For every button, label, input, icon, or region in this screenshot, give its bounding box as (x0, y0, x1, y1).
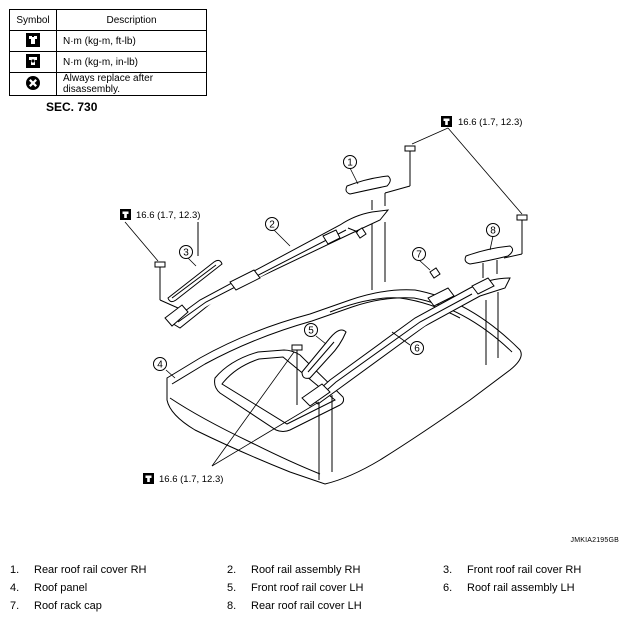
torque-wrench-icon (26, 32, 40, 47)
legend-item: 4.Roof panel (10, 582, 88, 594)
section-label: SEC. 730 (46, 100, 98, 114)
svg-text:5: 5 (308, 326, 314, 337)
symbol-description: Always replace after disassembly. (56, 72, 207, 96)
callout-6: 6 (410, 341, 424, 355)
callout-leaders (165, 167, 494, 379)
figure-code: JMKIA2195GB (570, 537, 619, 544)
svg-text:8: 8 (490, 226, 496, 237)
rear-roof-rail-cover-rh (345, 175, 391, 195)
roof-rail-assembly-rh (164, 209, 390, 329)
legend-item: 6.Roof rail assembly LH (443, 582, 575, 594)
svg-text:1: 1 (347, 158, 353, 169)
roof-rack-cap-lh (429, 267, 441, 279)
callout-2: 2 (265, 217, 279, 231)
bolt-icon (516, 214, 528, 228)
svg-text:4: 4 (157, 360, 163, 371)
part-callouts: 1 2 3 4 5 6 7 8 (153, 155, 500, 371)
legend-item: 3.Front roof rail cover RH (443, 564, 582, 576)
callout-7: 7 (412, 247, 426, 261)
torque-leaders (124, 127, 523, 467)
callout-4: 4 (153, 357, 167, 371)
svg-text:3: 3 (183, 248, 189, 259)
torque-wrench-icon (120, 209, 131, 220)
rear-roof-rail-cover-lh (464, 245, 514, 265)
torque-callout: 16.6 (1.7, 12.3) (159, 474, 223, 485)
callout-8: 8 (486, 223, 500, 237)
front-roof-rail-cover-rh (167, 259, 223, 303)
legend-item: 8.Rear roof rail cover LH (227, 600, 362, 612)
legend-item: 7.Roof rack cap (10, 600, 102, 612)
assembly-leader-lines (159, 155, 523, 480)
torque-callout: 16.6 (1.7, 12.3) (458, 117, 522, 128)
roof-rack-cap-rh (347, 227, 367, 239)
symbol-table: Symbol Description N·m (kg-m, ft-lb) N·m… (9, 9, 207, 96)
callout-1: 1 (343, 155, 357, 169)
front-roof-rail-cover-lh (301, 329, 347, 379)
bolt-icon (404, 145, 416, 162)
torque-wrench-icon (143, 473, 154, 484)
legend-row: 7.Roof rack cap 8.Rear roof rail cover L… (0, 600, 629, 618)
svg-text:2: 2 (269, 220, 275, 231)
bolt-icon (154, 261, 166, 276)
torque-wrench-small-icon (26, 53, 40, 68)
torque-wrench-icon (441, 116, 452, 127)
roof-panel (166, 289, 522, 485)
parts-legend: 1.Rear roof rail cover RH 2.Roof rail as… (0, 564, 629, 618)
callout-5: 5 (304, 323, 318, 337)
roof-rail-assembly-lh (301, 277, 511, 407)
legend-item: 1.Rear roof rail cover RH (10, 564, 147, 576)
roof-rail-diagram: 16.6 (1.7, 12.3) 16.6 (1.7, 12.3) 16.6 (… (120, 116, 528, 485)
legend-row: 4.Roof panel 5.Front roof rail cover LH … (0, 582, 629, 600)
legend-item: 2.Roof rail assembly RH (227, 564, 361, 576)
svg-text:6: 6 (414, 344, 420, 355)
bolts (154, 145, 528, 358)
legend-item: 5.Front roof rail cover LH (227, 582, 364, 594)
svg-text:7: 7 (416, 250, 422, 261)
callout-3: 3 (179, 245, 193, 259)
always-replace-icon (26, 75, 40, 90)
torque-callout: 16.6 (1.7, 12.3) (136, 210, 200, 221)
bolt-icon (291, 344, 303, 358)
legend-row: 1.Rear roof rail cover RH 2.Roof rail as… (0, 564, 629, 582)
